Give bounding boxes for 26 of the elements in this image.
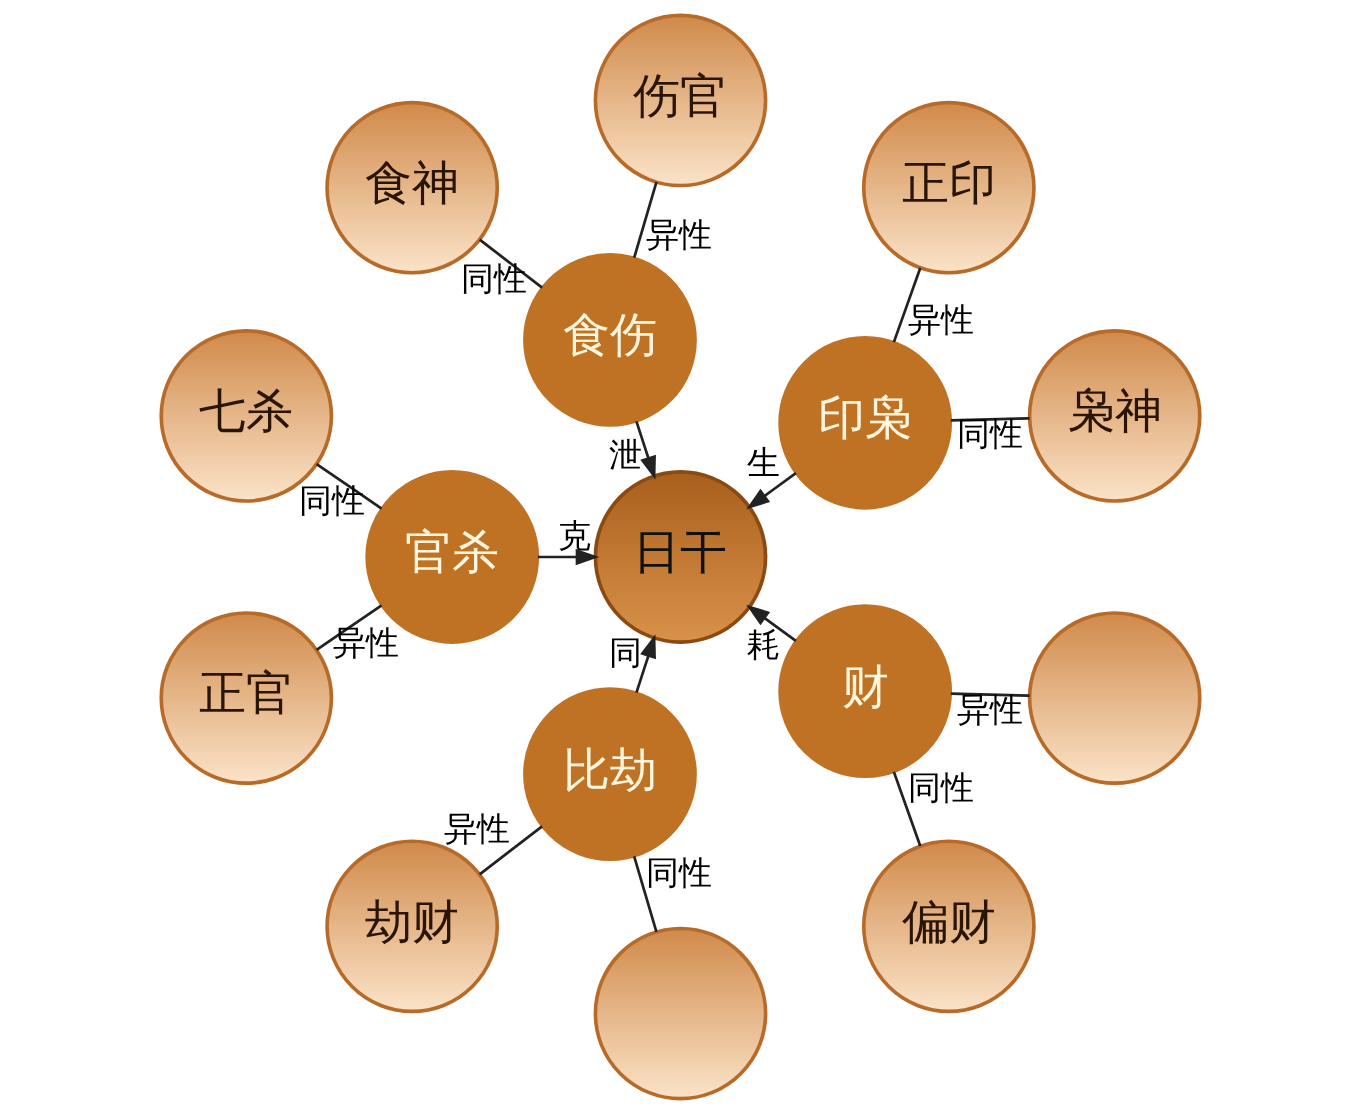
edge-label: 克 — [557, 516, 591, 555]
connector — [315, 462, 382, 510]
edge-label: 异性 — [956, 690, 1023, 729]
connector — [892, 267, 922, 343]
node-circle: 偏财 — [861, 839, 1036, 1014]
connector — [950, 416, 1030, 422]
arrow — [745, 472, 797, 510]
connector — [478, 825, 543, 876]
connector — [632, 181, 658, 259]
connector — [478, 238, 543, 289]
node-circle: 伤官 — [593, 13, 767, 188]
connector — [315, 604, 382, 652]
edge-label: 同性 — [956, 415, 1023, 454]
connector — [632, 855, 658, 933]
node-circle: 正官 — [158, 611, 333, 785]
arrow — [745, 604, 797, 642]
edge-label: 异性 — [645, 216, 712, 255]
arrow — [537, 548, 599, 566]
arrow — [634, 420, 656, 480]
arrow — [634, 634, 656, 694]
node-circle — [593, 926, 767, 1101]
node-circle — [1027, 611, 1202, 785]
connector — [950, 692, 1030, 698]
connector — [892, 771, 922, 847]
node-circle: 枭神 — [1027, 329, 1202, 503]
node-circle: 正印 — [861, 100, 1036, 275]
